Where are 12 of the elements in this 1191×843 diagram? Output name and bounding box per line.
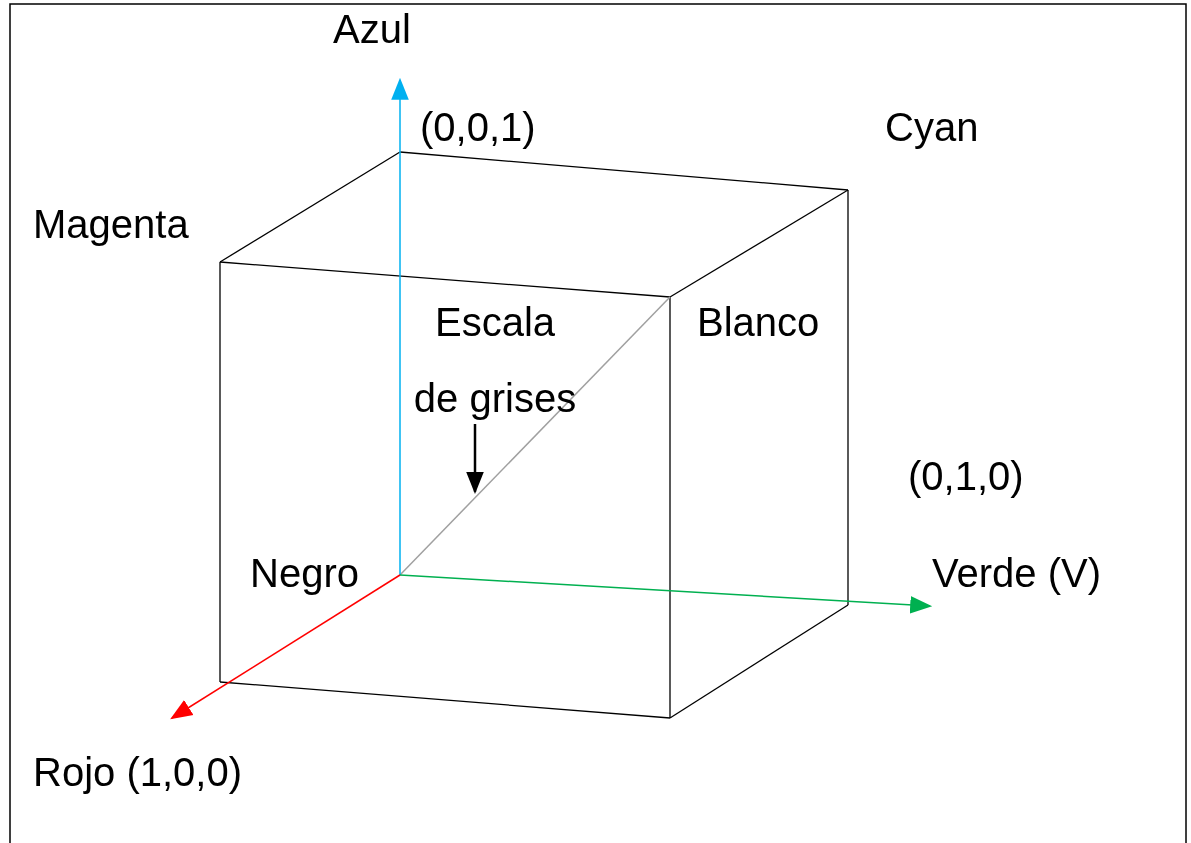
vertex-label: Magenta xyxy=(33,203,189,245)
vertex-label: Blanco xyxy=(697,301,820,343)
axis-label: Verde (V) xyxy=(932,552,1101,594)
leader-arrow xyxy=(466,424,484,494)
axis-label: Azul xyxy=(333,8,411,50)
vertex-label: Negro xyxy=(250,552,359,594)
coordinate-label: (0,1,0) xyxy=(908,455,1024,497)
vertex-label: Cyan xyxy=(885,106,979,148)
callout-text: Escala de grises xyxy=(410,284,580,436)
axis-label: Rojo (1,0,0) xyxy=(33,751,242,793)
diagonal-line xyxy=(399,296,671,576)
coordinate-label: (0,0,1) xyxy=(420,106,536,148)
